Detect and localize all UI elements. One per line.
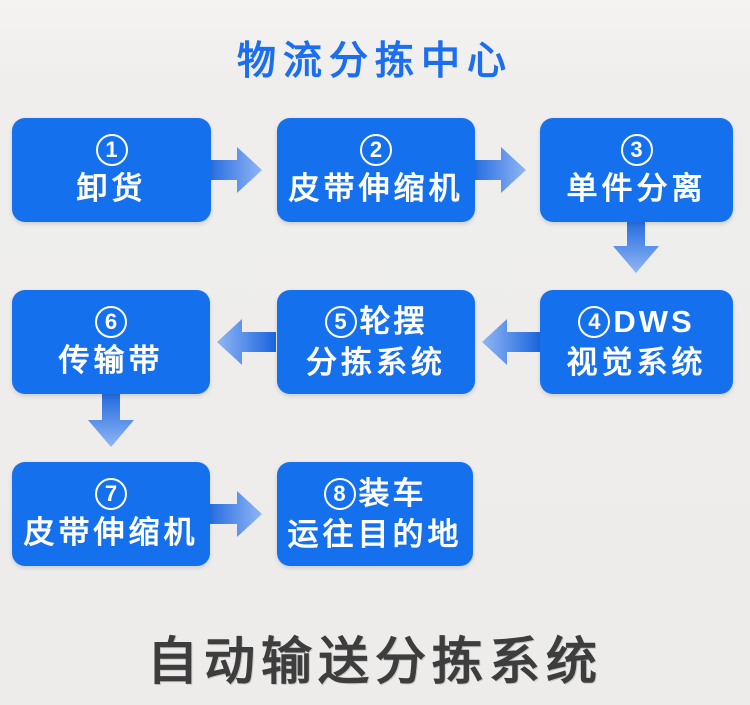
flow-node-conveyor: 6 传输带	[12, 290, 210, 394]
step-title: 装车	[358, 475, 427, 511]
flow-node-telescopic-belt-2: 7 皮带伸缩机	[12, 462, 210, 566]
step-number-row: 7	[95, 477, 127, 510]
step-label: 单件分离	[566, 170, 707, 206]
step-number-row: 4 DWS	[578, 304, 694, 340]
arrow-left-icon	[217, 319, 276, 365]
step-label: 传输带	[58, 342, 164, 378]
step-number-icon: 8	[323, 477, 356, 510]
arrow-down-icon	[613, 216, 659, 273]
page-title: 物流分拣中心	[236, 40, 513, 83]
flow-node-loading-destination: 8 装车 运往目的地	[277, 462, 473, 566]
step-number-icon: 5	[324, 305, 357, 338]
step-label: 运往目的地	[287, 516, 463, 552]
flow-node-telescopic-belt-1: 2 皮带伸缩机	[277, 118, 475, 222]
flow-node-unloading: 1 卸货	[12, 118, 211, 222]
step-number-row: 5 轮摆	[324, 303, 428, 340]
step-title: 轮摆	[359, 303, 428, 339]
arrow-left-icon	[482, 319, 541, 365]
step-number-row: 6	[95, 305, 127, 338]
flow-node-dws-vision: 4 DWS 视觉系统	[540, 290, 733, 394]
step-number-icon: 4	[578, 305, 611, 338]
step-number-icon: 6	[95, 305, 127, 338]
step-number-icon: 1	[95, 133, 128, 166]
flow-node-singulation: 3 单件分离	[540, 118, 733, 222]
step-number-row: 2	[360, 133, 392, 166]
step-number-icon: 7	[95, 477, 127, 510]
arrow-right-icon	[203, 147, 262, 193]
flow-node-wheel-sorter: 5 轮摆 分拣系统	[277, 290, 475, 394]
step-number-row: 1	[95, 133, 128, 166]
step-label: 皮带伸缩机	[288, 170, 464, 206]
step-number-row: 3	[620, 133, 653, 166]
footer-title: 自动输送分拣系统	[146, 633, 603, 690]
step-label: 皮带伸缩机	[23, 514, 199, 550]
step-title: DWS	[613, 303, 695, 339]
step-label: 卸货	[76, 170, 147, 206]
arrow-down-icon	[88, 390, 134, 447]
step-number-icon: 2	[360, 133, 392, 166]
step-label: 分拣系统	[306, 344, 446, 380]
step-label: 视觉系统	[566, 344, 707, 380]
step-number-row: 8 装车	[323, 475, 427, 512]
arrow-right-icon	[203, 491, 262, 537]
step-number-icon: 3	[620, 133, 653, 166]
arrow-right-icon	[467, 147, 526, 193]
